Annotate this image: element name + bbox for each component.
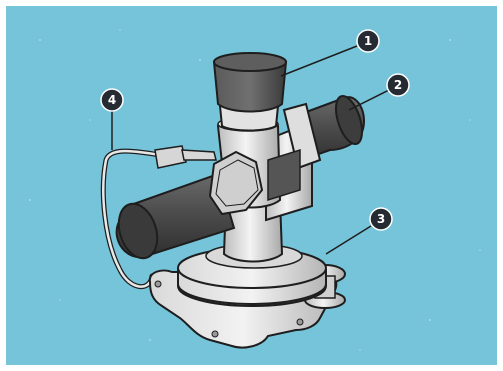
callout-1: 1 — [357, 30, 379, 52]
callout-4-label: 4 — [108, 93, 116, 107]
connector-strap — [182, 150, 216, 160]
callout-4: 4 — [101, 89, 123, 111]
callout-2: 2 — [387, 74, 409, 96]
callout-2-label: 2 — [394, 78, 402, 92]
callout-1-label: 1 — [364, 34, 372, 48]
eyepiece-cap-top — [214, 53, 286, 71]
callout-3: 3 — [370, 208, 392, 230]
callout-3-label: 3 — [377, 212, 385, 226]
